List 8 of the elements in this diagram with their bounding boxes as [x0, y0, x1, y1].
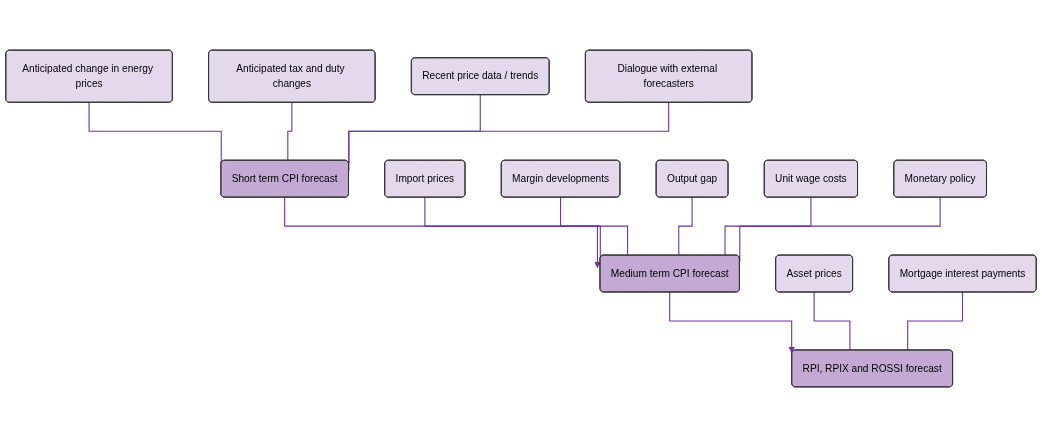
connector [813, 291, 851, 351]
arrow [284, 196, 601, 269]
connector [287, 102, 293, 162]
arrow [669, 291, 795, 353]
connector [560, 196, 629, 256]
connector [678, 196, 693, 256]
connector [724, 196, 812, 256]
connector [907, 291, 964, 351]
